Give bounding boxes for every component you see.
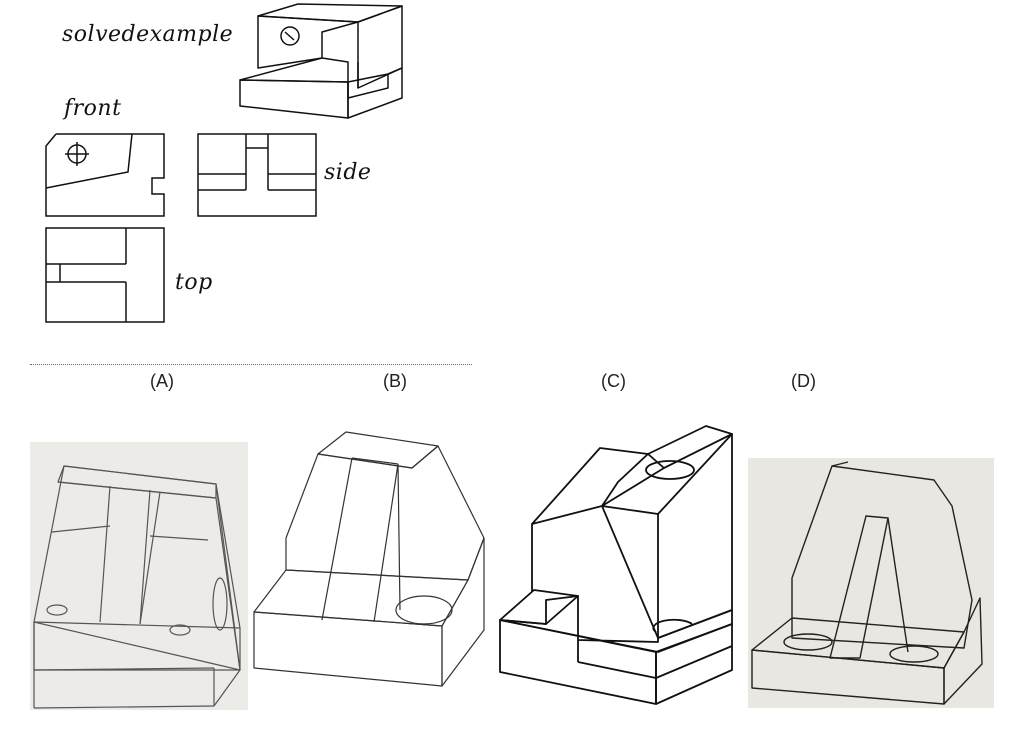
option-b-label: (B) [383,371,407,391]
option-d-image[interactable] [748,458,994,708]
section-divider [30,364,472,365]
front-view-drawing [44,132,168,220]
example-isometric-sketch [238,2,410,120]
side-view-label: side [324,160,372,185]
side-view-drawing [196,132,320,220]
option-a-label: (A) [150,371,174,391]
front-view-label: front [64,96,122,121]
option-b-image[interactable] [252,430,488,688]
example-title: solvedexample [62,22,234,47]
top-view-label: top [175,270,213,295]
option-c-image[interactable] [496,424,740,706]
top-view-drawing [44,226,168,326]
option-c-label: (C) [601,371,626,391]
option-a-image[interactable] [30,442,248,710]
option-d-label: (D) [791,371,816,391]
